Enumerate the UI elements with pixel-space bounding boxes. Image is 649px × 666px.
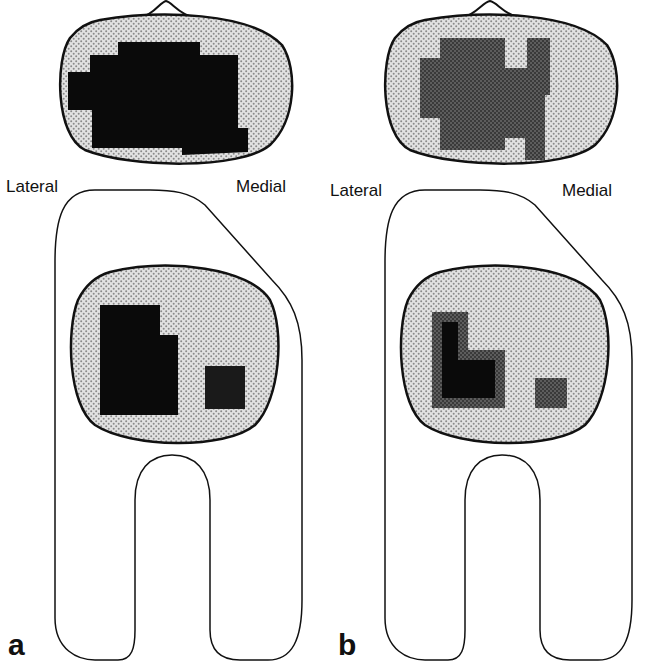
side-label: Medial xyxy=(562,182,612,201)
upper-view-b xyxy=(385,1,617,164)
side-label: Lateral xyxy=(6,178,58,197)
panel-letter: a xyxy=(8,628,25,661)
side-label: Medial xyxy=(236,178,286,197)
panel-letter: b xyxy=(338,628,356,661)
tooth-b xyxy=(385,190,632,660)
side-label: Lateral xyxy=(330,182,382,201)
tooth-a xyxy=(55,190,302,660)
upper-view-a xyxy=(60,1,292,164)
